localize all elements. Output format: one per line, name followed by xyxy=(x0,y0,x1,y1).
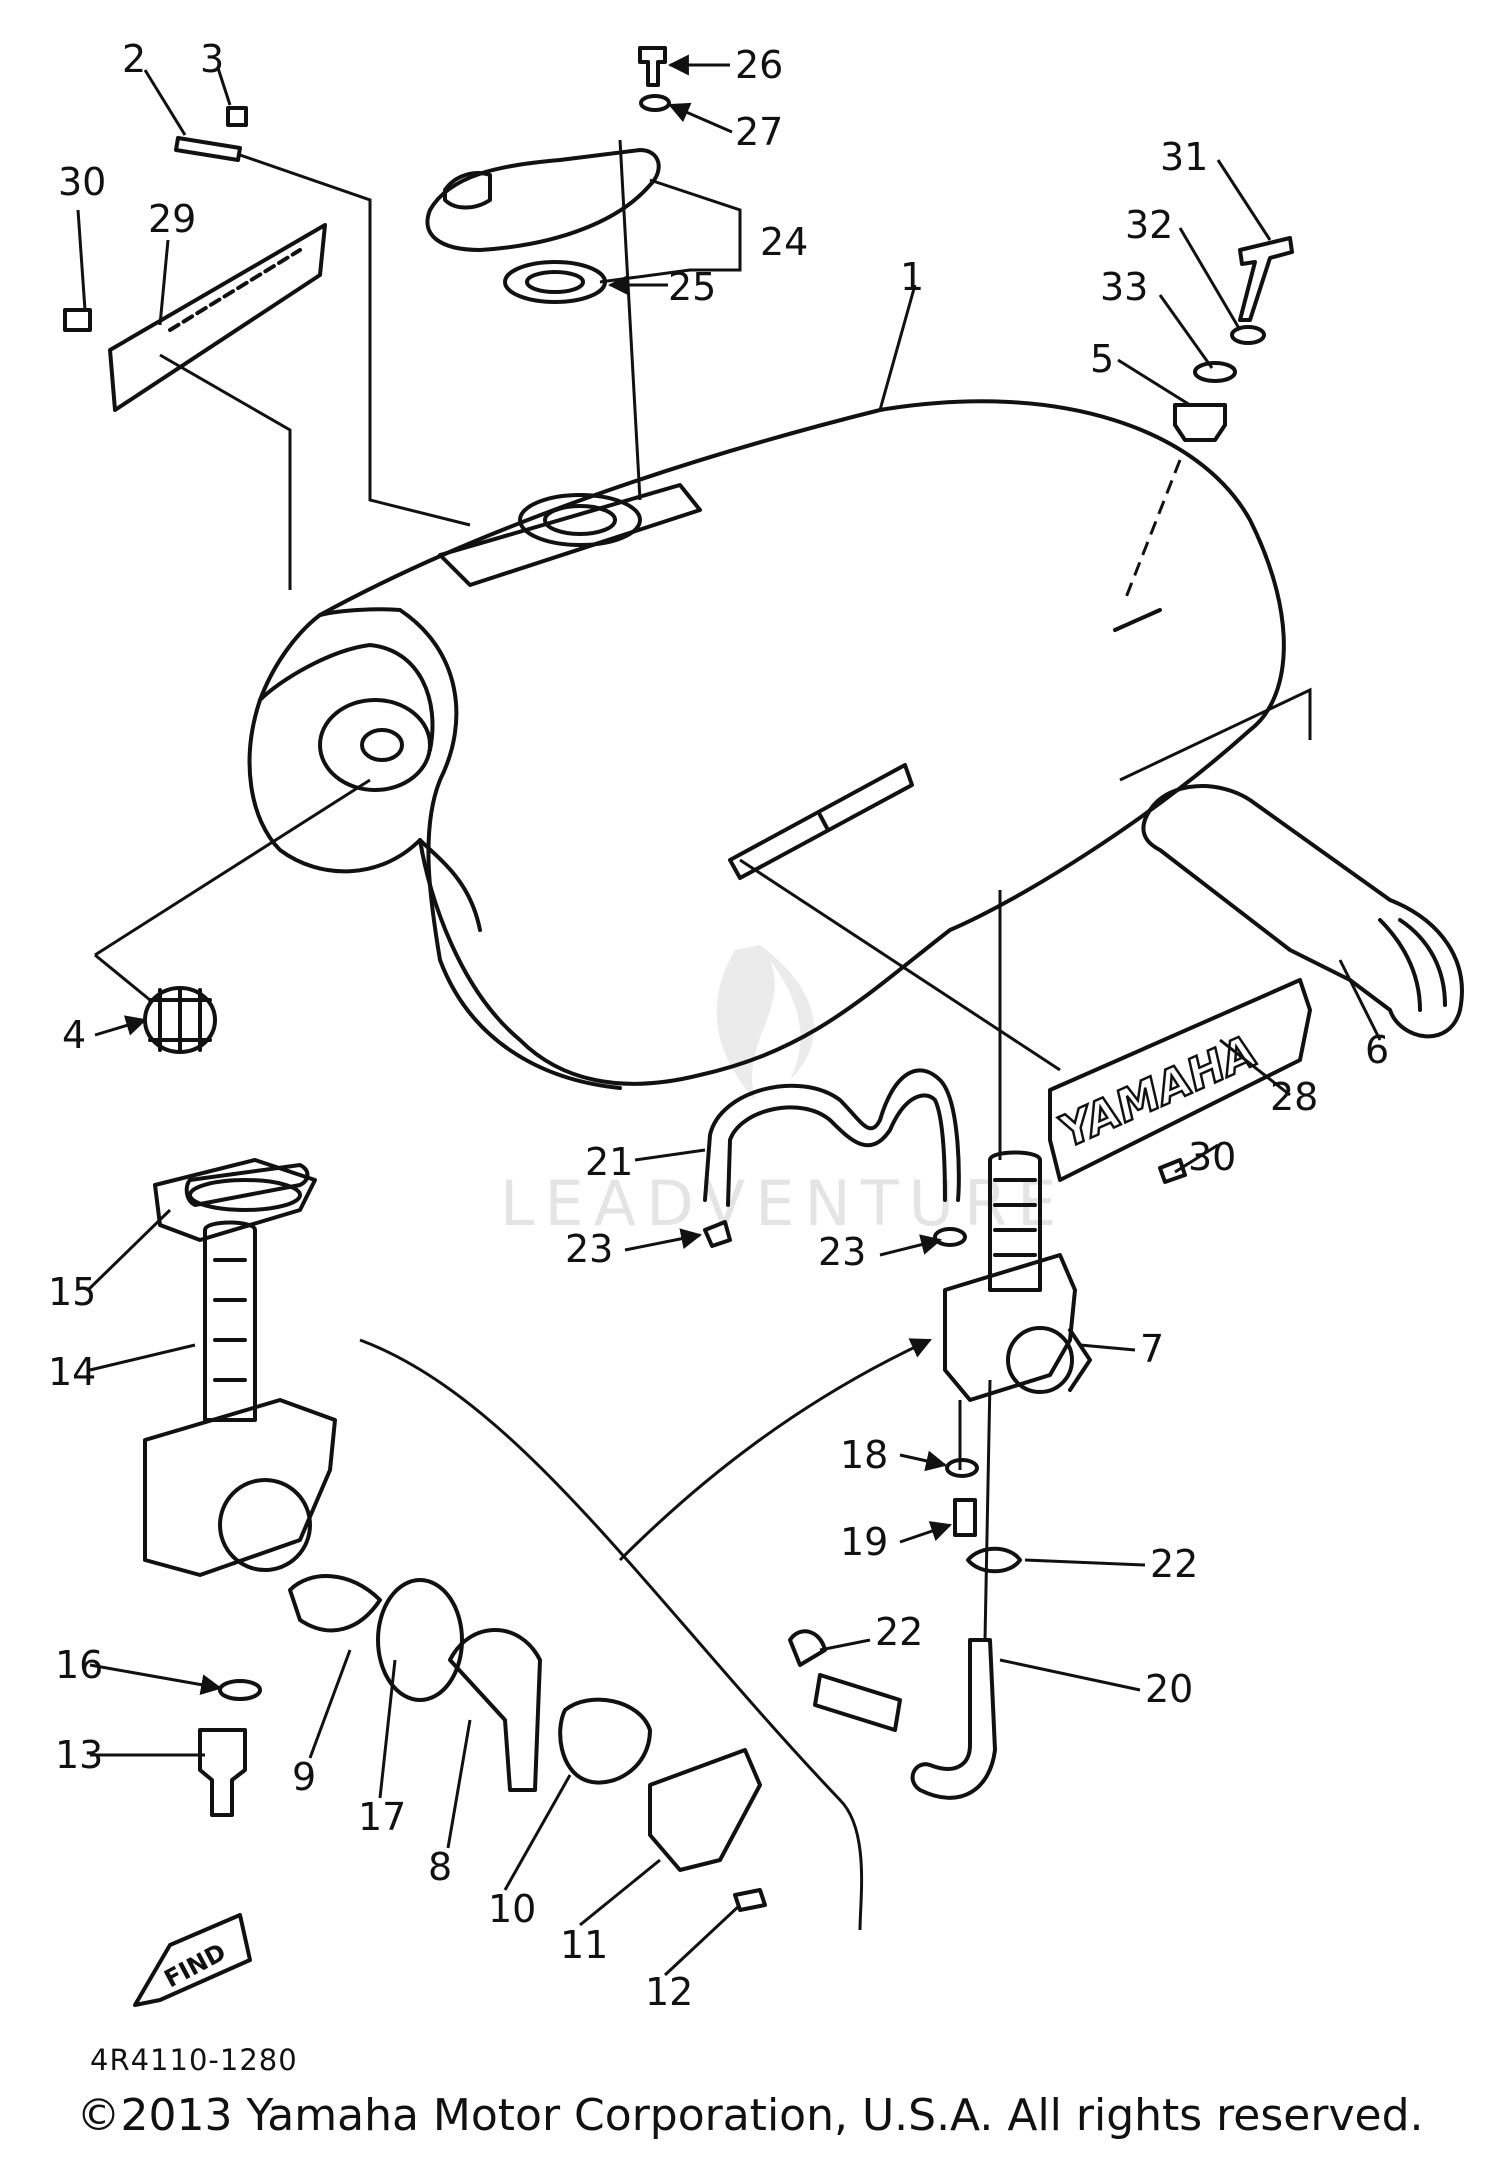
fuel-tank xyxy=(247,399,1286,1090)
callout-18: 18 xyxy=(840,1433,888,1477)
callout-23-left: 23 xyxy=(565,1227,613,1271)
callout-27: 27 xyxy=(735,110,783,154)
fuel-cock-14 xyxy=(143,1158,767,1912)
callout-leaders xyxy=(76,54,1382,1977)
callout-13: 13 xyxy=(55,1733,103,1777)
callout-25: 25 xyxy=(668,265,716,309)
callout-20: 20 xyxy=(1145,1667,1193,1711)
callout-numbers: 2 3 30 29 26 27 24 25 1 31 32 33 5 4 6 2… xyxy=(48,37,1389,2014)
callout-15: 15 xyxy=(48,1270,96,1314)
callout-16: 16 xyxy=(55,1643,103,1687)
callout-2: 2 xyxy=(122,37,146,81)
callout-5: 5 xyxy=(1090,337,1114,381)
find-tag: FIND xyxy=(133,1913,252,2007)
callout-9: 9 xyxy=(292,1755,316,1799)
callout-11: 11 xyxy=(560,1923,608,1967)
callout-26: 26 xyxy=(735,43,783,87)
callout-1: 1 xyxy=(900,255,924,299)
diagram-code: 4R4110-1280 xyxy=(90,2043,298,2077)
callout-7: 7 xyxy=(1140,1327,1164,1371)
cap-4 xyxy=(143,986,217,1054)
callout-3: 3 xyxy=(200,37,224,81)
callout-21: 21 xyxy=(585,1140,633,1184)
callout-24: 24 xyxy=(760,220,808,264)
callout-30-bottom: 30 xyxy=(1188,1135,1236,1179)
callout-22-right: 22 xyxy=(1150,1542,1198,1586)
bolt-2-and-nut-3 xyxy=(174,106,248,162)
callout-19: 19 xyxy=(840,1520,888,1564)
callout-14: 14 xyxy=(48,1350,96,1394)
hose-21 xyxy=(703,1068,961,1207)
callout-6-right: 6 xyxy=(1365,1028,1389,1072)
callout-31: 31 xyxy=(1160,135,1208,179)
bolt-and-washer xyxy=(638,46,671,112)
callout-28: 28 xyxy=(1270,1075,1318,1119)
callout-30-top: 30 xyxy=(58,160,106,204)
callout-22-left: 22 xyxy=(875,1610,923,1654)
callout-23-right: 23 xyxy=(818,1230,866,1274)
callout-4: 4 xyxy=(62,1013,86,1057)
callout-12: 12 xyxy=(645,1970,693,2014)
filler-cap xyxy=(425,148,661,304)
plate-29 xyxy=(63,223,327,412)
screws-right xyxy=(1158,236,1294,1184)
copyright-notice: ©2013 Yamaha Motor Corporation, U.S.A. A… xyxy=(76,2090,1424,2141)
callout-17: 17 xyxy=(358,1795,406,1839)
callout-10: 10 xyxy=(488,1887,536,1931)
fuel-cock-7 xyxy=(943,1150,1092,1402)
watermark: LEADVENTURE xyxy=(500,945,1066,1240)
callout-29: 29 xyxy=(148,197,196,241)
callout-32: 32 xyxy=(1125,203,1173,247)
hose-20 xyxy=(813,1638,997,1800)
cushion-6 xyxy=(1141,784,1464,1039)
callout-8: 8 xyxy=(428,1845,452,1889)
watermark-text: LEADVENTURE xyxy=(500,1167,1066,1240)
assembly-guide-lines xyxy=(94,139,1312,1931)
callout-33: 33 xyxy=(1100,265,1148,309)
